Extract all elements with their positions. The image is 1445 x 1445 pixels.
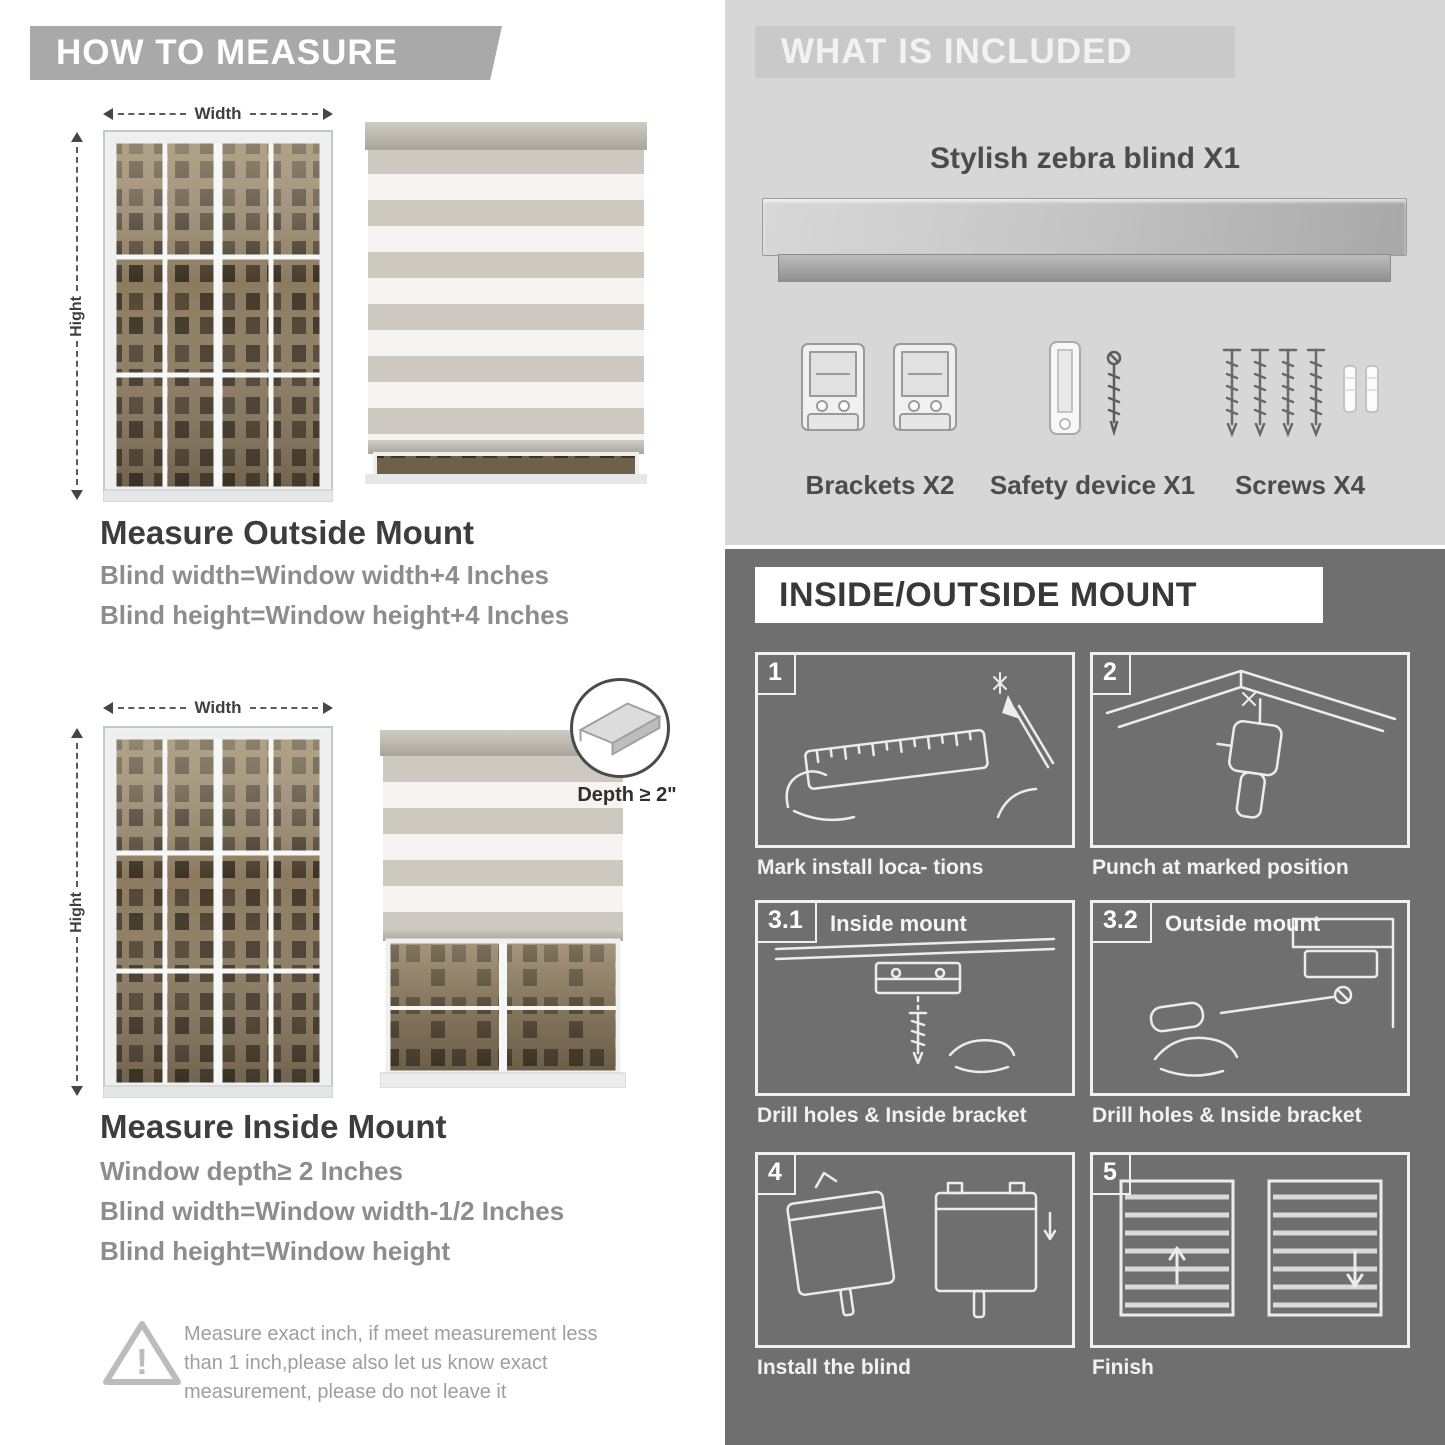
arrow-down-icon: [71, 1086, 83, 1096]
step-panel-3-1: 3.1 Inside mount: [755, 900, 1075, 1096]
zebra-blind-illustration-inside: [380, 730, 626, 1088]
step-caption-2: Punch at marked position: [1092, 856, 1349, 879]
mark-location-illustration: [785, 672, 1055, 822]
height-label: Hight: [68, 891, 85, 933]
step-number: 3.2: [1093, 903, 1152, 943]
what-is-included-banner: WHAT IS INCLUDED: [755, 26, 1235, 78]
inside-mount-line-2: Blind width=Window width-1/2 Inches: [100, 1196, 565, 1226]
step-caption-3-2: Drill holes & Inside bracket: [1092, 1104, 1362, 1127]
safety-device-icon: [1012, 336, 1162, 454]
product-label: Stylish zebra blind X1: [929, 142, 1241, 175]
zebra-blind-illustration-outside: [365, 122, 647, 484]
warning-note: Measure exact inch, if meet measurement …: [184, 1323, 598, 1403]
step-number: 2: [1093, 655, 1131, 695]
step-panel-5: 5: [1090, 1152, 1410, 1348]
step-title: Outside mount: [1165, 911, 1321, 936]
outside-mount-line-1: Blind width=Window width+4 Inches: [100, 560, 549, 590]
how-to-measure-title: HOW TO MEASURE: [56, 33, 398, 72]
width-arrow: Width: [103, 104, 333, 124]
height-arrow: Hight: [64, 132, 90, 500]
step-number: 5: [1093, 1155, 1131, 1195]
arrow-up-icon: [71, 132, 83, 142]
outside-mount-title: Measure Outside Mount: [100, 514, 475, 551]
arrow-right-icon: [323, 108, 333, 120]
safety-device-label: Safety device X1: [989, 470, 1196, 500]
window-illustration-inside: [103, 726, 333, 1098]
window-illustration-outside: [103, 130, 333, 502]
screws-icon: [1212, 336, 1392, 454]
depth-label: Depth ≥ 2": [577, 784, 677, 806]
arrow-up-icon: [71, 728, 83, 738]
width-label: Width: [194, 104, 242, 123]
inside-bracket-illustration: [774, 937, 1056, 1074]
arrow-left-icon: [103, 108, 113, 120]
finish-blinds-illustration: [1119, 1179, 1383, 1317]
step-caption-3-1: Drill holes & Inside bracket: [757, 1104, 1027, 1127]
headrail-illustration: [762, 198, 1407, 256]
step-caption-1: Mark install loca- tions: [757, 856, 984, 879]
step-panel-4: 4: [755, 1152, 1075, 1348]
step-panel-2: 2: [1090, 652, 1410, 848]
warning-triangle-icon: !: [100, 1316, 184, 1390]
height-arrow: Hight: [64, 728, 90, 1096]
arrow-left-icon: [103, 702, 113, 714]
step-caption-5: Finish: [1092, 1356, 1154, 1379]
install-blind-illustration: [786, 1171, 1057, 1319]
arrow-down-icon: [71, 490, 83, 500]
arrow-right-icon: [323, 702, 333, 714]
step-number: 4: [758, 1155, 796, 1195]
outside-mount-line-2: Blind height=Window height+4 Inches: [100, 600, 570, 630]
brackets-icon: [792, 336, 967, 454]
what-is-included-title: WHAT IS INCLUDED: [781, 32, 1133, 71]
step-panel-3-2: 3.2 Outside mount: [1090, 900, 1410, 1096]
width-arrow: Width: [103, 698, 333, 718]
width-label: Width: [194, 698, 242, 717]
inside-mount-line-1: Window depth≥ 2 Inches: [100, 1156, 403, 1186]
mount-title: INSIDE/OUTSIDE MOUNT: [779, 575, 1198, 614]
mount-banner: INSIDE/OUTSIDE MOUNT: [755, 567, 1323, 623]
brackets-label: Brackets X2: [805, 470, 955, 500]
height-label: Hight: [68, 295, 85, 337]
svg-text:!: !: [136, 1341, 148, 1382]
depth-callout-circle: [570, 678, 670, 778]
inside-mount-title: Measure Inside Mount: [100, 1108, 447, 1145]
step-caption-4: Install the blind: [757, 1356, 912, 1379]
step-title: Inside mount: [830, 911, 967, 936]
screws-label: Screws X4: [1234, 470, 1366, 500]
headrail-valance-illustration: [778, 254, 1391, 282]
step-number: 1: [758, 655, 796, 695]
frame-corner-detail-icon: [578, 702, 662, 756]
step-number: 3.1: [758, 903, 817, 943]
outside-bracket-illustration: [1149, 917, 1395, 1077]
how-to-measure-banner: HOW TO MEASURE: [30, 26, 502, 80]
step-panel-1: 1: [755, 652, 1075, 848]
drill-ceiling-illustration: [1105, 669, 1397, 819]
inside-mount-line-3: Blind height=Window height: [100, 1236, 450, 1266]
